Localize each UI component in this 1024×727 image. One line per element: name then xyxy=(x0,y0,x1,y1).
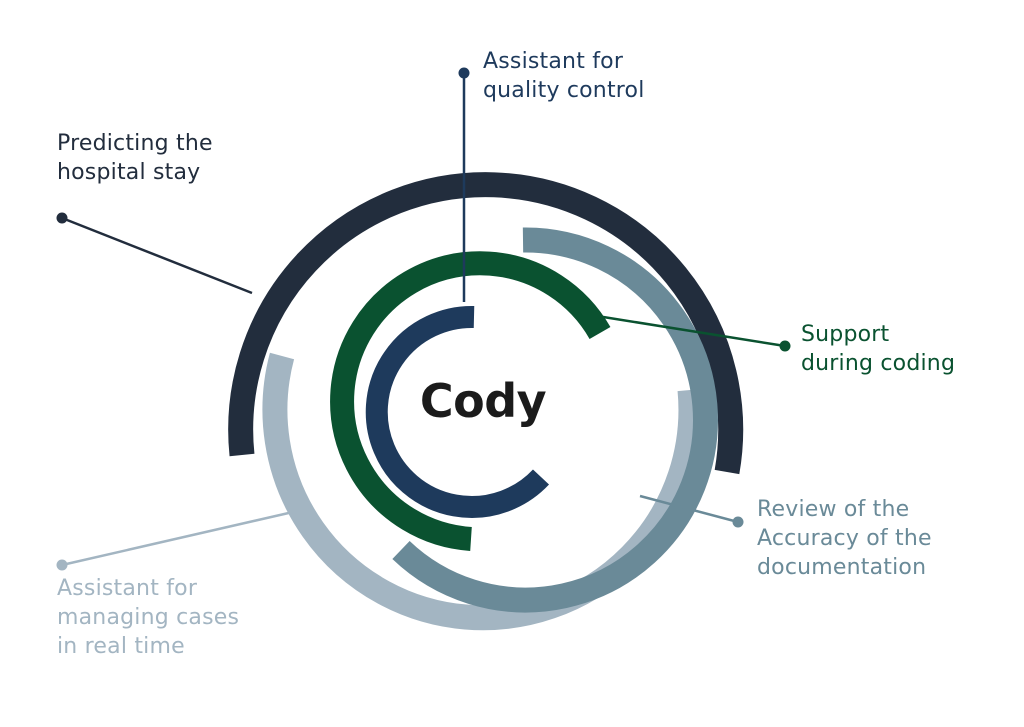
label-line: quality control xyxy=(483,78,645,103)
connector-real-time xyxy=(56,510,294,571)
label-line: in real time xyxy=(57,634,185,659)
ring-coding xyxy=(330,251,611,551)
label-line: during coding xyxy=(801,351,956,376)
label-line: Assistant for xyxy=(483,49,624,74)
label-line: Assistant for xyxy=(57,576,198,601)
label-coding: Support during coding xyxy=(801,320,955,378)
label-line: documentation xyxy=(757,555,927,580)
connector-hospital-stay xyxy=(56,212,253,295)
ring-real-time xyxy=(262,352,704,631)
center-title: Cody xyxy=(419,374,547,428)
connector-quality-control xyxy=(458,67,470,302)
ring-hospital-stay xyxy=(228,172,744,475)
connector-review xyxy=(639,494,744,528)
label-line: Accuracy of the xyxy=(757,526,932,551)
label-real-time: Assistant for managing cases in real tim… xyxy=(57,574,239,661)
connector-coding xyxy=(596,314,791,352)
label-line: Predicting the xyxy=(57,131,213,156)
label-line: Support xyxy=(801,322,890,347)
label-line: hospital stay xyxy=(57,160,201,185)
label-line: Review of the xyxy=(757,497,910,522)
label-quality-control: Assistant for quality control xyxy=(483,47,645,105)
label-review: Review of the Accuracy of the documentat… xyxy=(757,495,932,582)
ring-review xyxy=(392,227,718,613)
ring-quality-control xyxy=(365,305,550,518)
label-line: managing cases xyxy=(57,605,240,630)
label-hospital-stay: Predicting the hospital stay xyxy=(57,129,213,187)
